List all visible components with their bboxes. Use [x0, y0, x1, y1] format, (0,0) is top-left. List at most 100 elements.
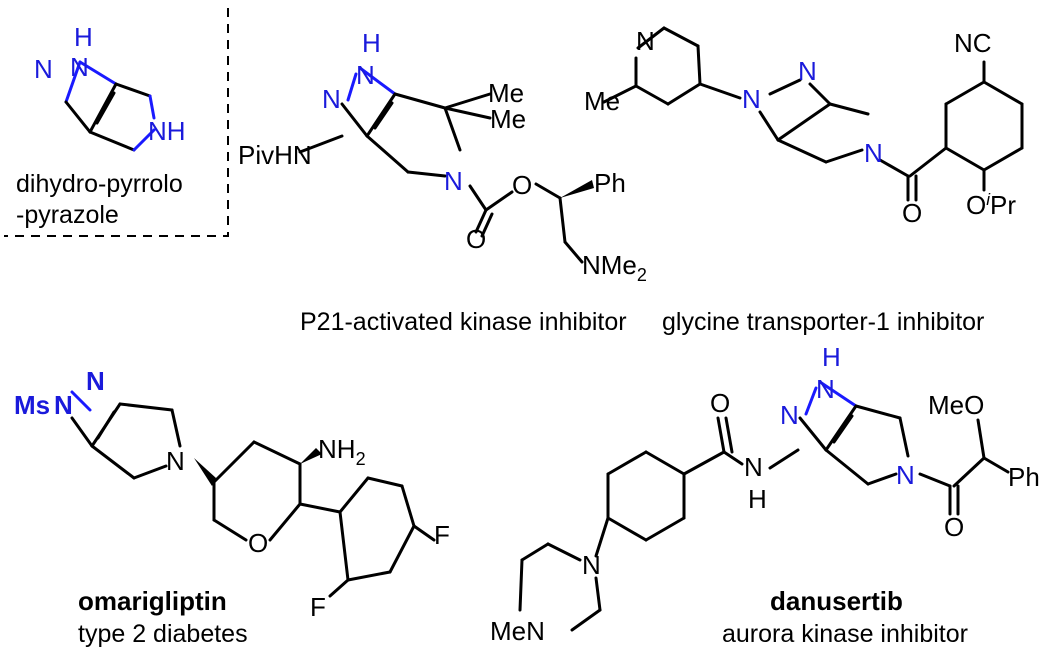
bond	[716, 416, 726, 454]
bond	[722, 450, 744, 466]
omarigliptin-name: omarigliptin	[78, 586, 227, 616]
n-atom: N	[816, 374, 835, 404]
f-atom: F	[434, 520, 450, 550]
bond	[594, 576, 602, 612]
f-atom: F	[310, 592, 326, 622]
bond	[88, 82, 118, 134]
bond	[70, 416, 94, 448]
bond	[768, 448, 800, 470]
bond	[606, 450, 648, 476]
nh2-group: NH2	[318, 434, 366, 469]
bond	[570, 608, 602, 632]
scaffold-structure: H N N NH	[34, 22, 186, 152]
n-atom: N	[780, 400, 799, 430]
bond	[406, 170, 447, 178]
bond	[824, 404, 858, 452]
danusertib-caption: aurora kinase inhibitor	[722, 620, 968, 648]
bond	[563, 240, 584, 264]
bond	[878, 158, 910, 178]
n-atom: N	[86, 366, 105, 396]
bond	[944, 146, 986, 172]
bond	[78, 60, 118, 86]
o-atom: O	[466, 224, 486, 254]
p21-structure: H N N PivHN Me Me N O O Ph NMe2	[238, 28, 647, 285]
bond	[365, 92, 397, 138]
danusertib-structure: H N N N H O N MeO Ph O N MeN	[490, 342, 1040, 646]
h-atom: H	[822, 342, 841, 372]
bond	[594, 516, 610, 558]
bond	[804, 386, 818, 416]
bond	[70, 390, 92, 412]
me-group: Me	[490, 104, 526, 134]
bond	[88, 130, 136, 152]
bond	[634, 84, 670, 106]
bond	[340, 102, 369, 138]
o-atom: O	[248, 528, 268, 558]
bond	[866, 472, 898, 486]
bond	[132, 464, 168, 480]
bond	[546, 542, 582, 562]
bond	[480, 212, 494, 238]
n-atom: N	[356, 60, 375, 90]
bond	[558, 196, 567, 244]
bond	[373, 101, 394, 130]
scaffold-caption: -pyrazole	[16, 201, 119, 229]
bond	[976, 418, 986, 460]
n-atom: N	[582, 550, 601, 580]
bond	[534, 182, 562, 200]
bond	[64, 100, 92, 134]
wedge-bond	[194, 458, 216, 486]
bond	[776, 102, 832, 142]
bond	[724, 416, 734, 454]
bond	[824, 448, 870, 486]
bond	[114, 82, 152, 98]
o-atom: O	[512, 170, 532, 200]
bond	[952, 456, 986, 488]
omarigliptin-structure: Ms N N N NH2 O F F	[14, 366, 450, 622]
bond	[776, 138, 828, 164]
n-atom: N	[742, 84, 761, 114]
bond	[828, 102, 870, 116]
bond	[918, 472, 952, 488]
n-atom: N	[636, 26, 655, 56]
bond	[606, 516, 648, 542]
bond	[388, 524, 416, 574]
bond	[96, 410, 116, 440]
me-group: Me	[584, 86, 620, 116]
bond	[644, 516, 686, 542]
pivhn-group: PivHN	[238, 140, 312, 170]
bond	[898, 416, 910, 458]
bond	[682, 450, 726, 476]
bond	[64, 60, 82, 104]
bond	[118, 402, 174, 412]
bond	[518, 558, 524, 612]
bond	[132, 128, 156, 152]
nh-atom: NH	[148, 116, 186, 146]
bond	[365, 134, 410, 174]
bond	[982, 80, 1024, 106]
bond	[662, 26, 700, 48]
n-atom: N	[896, 460, 915, 490]
bond	[393, 92, 447, 110]
ph-group: Ph	[1008, 462, 1040, 492]
n-atom: N	[798, 56, 817, 86]
ms-group: Ms	[14, 390, 50, 420]
bond	[818, 380, 858, 408]
scaffold-caption: dihydro-pyrrolo	[16, 170, 183, 198]
bond	[400, 484, 416, 528]
omarigliptin-caption: type 2 diabetes	[78, 620, 248, 648]
bond	[212, 440, 256, 484]
bond	[468, 184, 488, 212]
bond	[95, 91, 116, 125]
nitrile-group: NC	[954, 28, 992, 58]
bond	[944, 80, 986, 106]
glyt1-caption: glycine transporter-1 inhibitor	[662, 308, 984, 336]
n-atom: N	[34, 54, 53, 84]
bond	[824, 148, 864, 164]
bond	[346, 72, 358, 102]
bond	[474, 208, 488, 234]
bond	[520, 542, 550, 562]
bond	[443, 106, 492, 120]
n-atom: N	[322, 84, 341, 114]
